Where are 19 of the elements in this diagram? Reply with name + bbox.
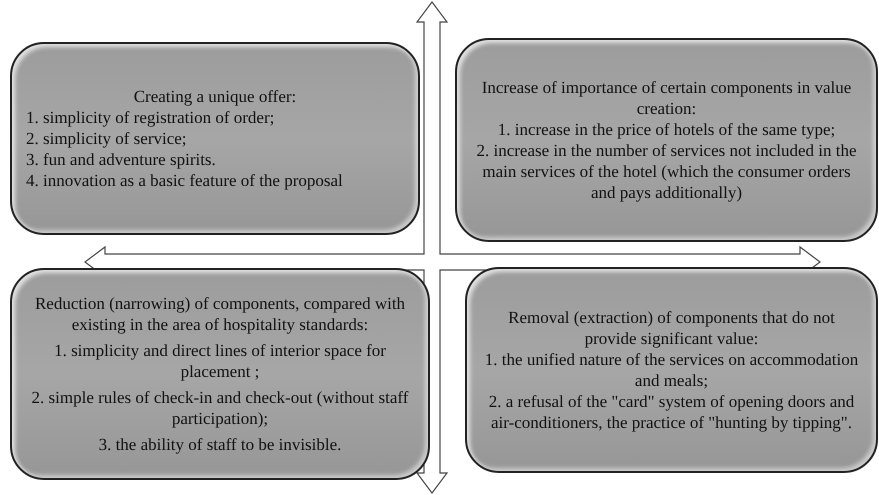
rounded-box — [465, 267, 878, 473]
rounded-box — [455, 38, 878, 242]
list-item: 1. increase in the price of hotels of the same type; — [496, 119, 836, 140]
box-heading: Creating a unique offer: — [132, 86, 298, 107]
list-item: 2. simple rules of check-in and check-out (without staff participation); — [30, 387, 410, 429]
list-item: 1. simplicity of registration of order; — [26, 107, 276, 128]
list-item: 4. innovation as a basic feature of the proposal — [26, 170, 344, 191]
box-heading: Increase of importance of certain components in value creation: — [480, 77, 852, 119]
box-heading: Reduction (narrowing) of components, compared with existing in the area of hospitality standards: — [34, 293, 406, 335]
rounded-box — [10, 42, 420, 235]
rounded-box — [10, 268, 430, 480]
list-item: 2. a refusal of the "card" system of opening doors and air-conditioners, the practice of "hunting by tipping". — [488, 391, 856, 433]
list-item: 1. simplicity and direct lines of interior space for placement ; — [53, 340, 387, 382]
list-item: 1. the unified nature of the services on accommodation and meals; — [484, 349, 860, 391]
list-item: 2. simplicity of service; — [26, 128, 188, 149]
list-item: 3. the ability of staff to be invisible. — [98, 434, 342, 455]
box-heading: Removal (extraction) of components that do not provide significant value: — [507, 307, 836, 349]
list-item: 3. fun and adventure spirits. — [26, 149, 217, 170]
list-item: 2. increase in the number of services not included in the main services of the hotel (which the consumer orders and pays additionally) — [475, 140, 858, 203]
